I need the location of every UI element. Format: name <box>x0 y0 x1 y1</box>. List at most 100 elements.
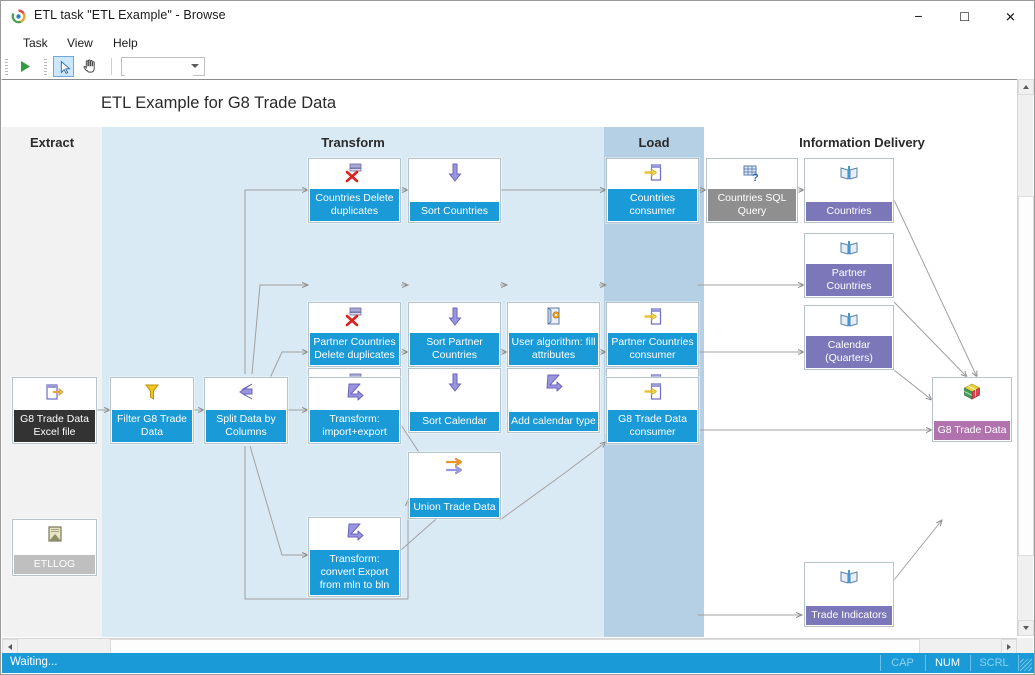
zoom-level-combo[interactable] <box>121 57 205 77</box>
node-partner-countries-delete-duplicates[interactable]: Partner Countries Delete duplicates <box>308 302 401 367</box>
node-label: Partner Countries consumer <box>608 333 697 365</box>
diagram-title: ETL Example for G8 Trade Data <box>101 94 337 112</box>
transform-z-icon <box>309 378 400 405</box>
pan-tool-button[interactable] <box>79 56 100 77</box>
node-sort-countries[interactable]: Sort Countries <box>408 158 501 223</box>
menu-item-help[interactable]: Help <box>113 36 138 50</box>
scroll-left-button[interactable] <box>2 639 18 655</box>
consumer-import-icon <box>607 378 698 405</box>
menu-item-view[interactable]: View <box>67 36 93 50</box>
node-label: G8 Trade Data consumer <box>608 410 697 442</box>
delete-duplicates-icon <box>309 303 400 330</box>
status-divider-4 <box>1018 655 1019 671</box>
delete-duplicates-icon <box>309 159 400 186</box>
diagram-canvas-scroll-area[interactable]: ETL Example for G8 Trade Data Extract Tr… <box>2 79 1033 637</box>
maximize-button[interactable]: ☐ <box>959 9 970 24</box>
node-sort-partner-countries[interactable]: Sort Partner Countries <box>408 302 501 367</box>
scroll-up-arrow-icon <box>1023 85 1029 89</box>
status-bar: Waiting... CAP NUM SCRL <box>2 653 1034 673</box>
split-arrows-icon <box>205 378 287 405</box>
scroll-right-arrow-icon <box>1007 644 1011 650</box>
union-arrows-icon <box>409 453 500 480</box>
node-etllog[interactable]: ETLLOG <box>12 519 97 576</box>
node-label: Split Data by Columns <box>206 410 286 442</box>
resize-grip[interactable] <box>1020 659 1032 671</box>
scroll-left-arrow-icon <box>8 644 12 650</box>
node-label: Partner Countries Delete duplicates <box>310 333 399 365</box>
diagram-canvas[interactable]: ETL Example for G8 Trade Data Extract Tr… <box>2 80 1020 637</box>
node-filter-g8-trade-data[interactable]: Filter G8 Trade Data <box>110 377 194 444</box>
lane-label-extract: Extract <box>29 135 75 150</box>
funnel-filter-icon <box>111 378 193 405</box>
run-play-icon <box>21 61 30 72</box>
vertical-scroll-thumb[interactable] <box>1018 196 1034 556</box>
node-countries-consumer[interactable]: Countries consumer <box>606 158 699 223</box>
node-add-calendar-type[interactable]: Add calendar type <box>507 368 600 433</box>
cube-icon <box>933 378 1011 405</box>
node-label: Countries SQL Query <box>708 189 796 221</box>
menu-item-task[interactable]: Task <box>23 36 48 50</box>
close-button[interactable]: ✕ <box>1005 9 1016 24</box>
node-label: Countries Delete duplicates <box>310 189 399 221</box>
excel-export-icon <box>13 378 96 405</box>
node-dimension-partner-countries[interactable]: Partner Countries <box>804 233 894 298</box>
node-label: Partner Countries <box>806 264 892 296</box>
status-message: Waiting... <box>10 656 58 668</box>
lane-label-transform: Transform <box>321 135 385 150</box>
node-cube-g8-trade-data[interactable]: G8 Trade Data <box>932 377 1012 442</box>
node-label: Countries <box>806 202 892 221</box>
status-divider-1 <box>880 655 881 671</box>
node-countries-delete-duplicates[interactable]: Countries Delete duplicates <box>308 158 401 223</box>
sort-down-arrow-icon <box>409 159 500 186</box>
scrollbar-corner <box>1017 638 1033 654</box>
pan-hand-icon <box>83 59 95 73</box>
node-user-algorithm-fill-attributes[interactable]: User algorithm: fill attributes <box>507 302 600 367</box>
node-countries-sql-query[interactable]: ? Countries SQL Query <box>706 158 798 223</box>
node-dimension-trade-indicators[interactable]: Trade Indicators <box>804 562 894 627</box>
toolbar-grip-2[interactable] <box>44 59 47 75</box>
vertical-scrollbar[interactable] <box>1017 79 1034 636</box>
node-partner-countries-consumer[interactable]: Partner Countries consumer <box>606 302 699 367</box>
status-indicator-cap: CAP <box>891 657 914 669</box>
toolbar-grip-1[interactable] <box>5 59 8 75</box>
sort-down-arrow-icon <box>409 369 500 396</box>
node-label: Calendar (Quarters) <box>806 336 892 368</box>
dimension-book-icon <box>805 234 893 261</box>
log-document-icon <box>13 520 96 547</box>
node-union-trade-data[interactable]: Union Trade Data <box>408 452 501 519</box>
scroll-down-button[interactable] <box>1018 620 1034 636</box>
node-label: ETLLOG <box>14 555 95 574</box>
node-dimension-calendar-quarters[interactable]: Calendar (Quarters) <box>804 305 894 370</box>
select-tool-button[interactable] <box>53 56 74 77</box>
consumer-import-icon <box>607 303 698 330</box>
node-g8-trade-data-excel-file[interactable]: G8 Trade Data Excel file <box>12 377 97 444</box>
svg-text:?: ? <box>752 172 759 182</box>
scroll-down-arrow-icon <box>1023 626 1029 630</box>
node-dimension-countries[interactable]: Countries <box>804 158 894 223</box>
node-label: User algorithm: fill attributes <box>509 333 598 365</box>
run-task-button[interactable] <box>14 56 35 77</box>
node-transform-import-export[interactable]: Transform: import+export <box>308 377 401 444</box>
sql-query-icon: ? <box>707 159 797 186</box>
lane-label-delivery: Information Delivery <box>799 135 925 150</box>
node-label: Sort Partner Countries <box>410 333 499 365</box>
minimize-button[interactable]: − <box>914 7 923 24</box>
scroll-up-button[interactable] <box>1018 79 1034 95</box>
sort-down-arrow-icon <box>409 303 500 330</box>
node-split-data-by-columns[interactable]: Split Data by Columns <box>204 377 288 444</box>
select-arrow-icon <box>60 60 71 75</box>
window-title: ETL task "ETL Example" - Browse <box>34 8 226 22</box>
zoom-level-input[interactable] <box>125 59 193 77</box>
node-transform-convert-export[interactable]: Transform: convert Export from mln to bl… <box>308 517 401 597</box>
consumer-import-icon <box>607 159 698 186</box>
status-indicator-scrl: SCRL <box>979 657 1009 669</box>
node-label: Sort Countries <box>410 202 499 221</box>
node-g8-trade-data-consumer[interactable]: G8 Trade Data consumer <box>606 377 699 444</box>
node-label: Countries consumer <box>608 189 697 221</box>
chevron-down-icon[interactable] <box>191 64 199 68</box>
transform-z-icon <box>508 369 599 396</box>
node-label: G8 Trade Data Excel file <box>14 410 95 442</box>
horizontal-scrollbar[interactable] <box>2 638 1017 655</box>
node-sort-calendar[interactable]: Sort Calendar <box>408 368 501 433</box>
